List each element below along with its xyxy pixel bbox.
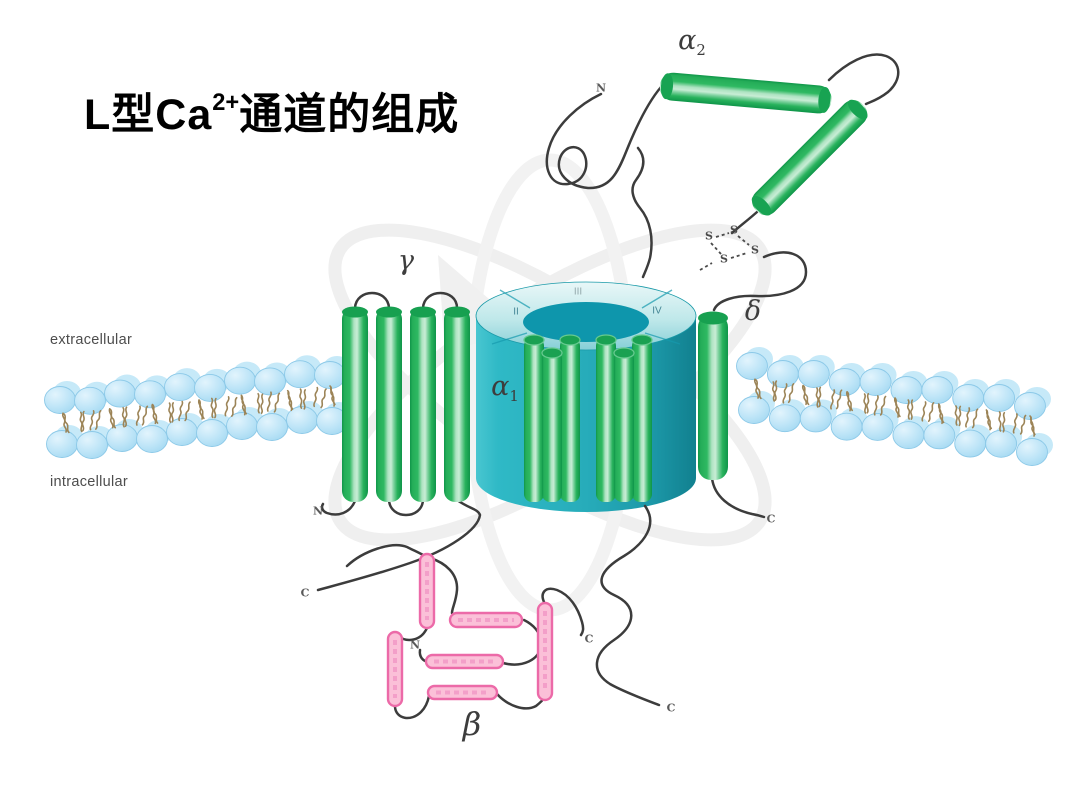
- extracellular-label: extracellular: [50, 332, 133, 348]
- n-terminus-beta: N: [409, 638, 421, 652]
- disulfide-s2: S: [730, 223, 738, 237]
- domain-IV-label: IV: [652, 305, 662, 317]
- superscript-2plus: 2+: [212, 90, 240, 117]
- gamma-subunit: [342, 306, 470, 502]
- domain-III-label: III: [573, 286, 583, 298]
- delta-label: δ: [744, 295, 762, 327]
- alpha2-subunit: [659, 72, 868, 216]
- c-terminus-delta: C: [766, 512, 776, 526]
- disulfide-bonds: [699, 232, 750, 271]
- c-terminus-gamma: C: [300, 586, 310, 600]
- n-terminus-gamma: N: [312, 504, 324, 518]
- delta-subunit: [698, 311, 728, 480]
- beta-subunit: [386, 552, 554, 708]
- gamma-label: γ: [397, 245, 415, 277]
- beta-label: β: [462, 705, 482, 743]
- alpha1-label: α1: [491, 370, 519, 406]
- disulfide-s3: S: [720, 252, 728, 266]
- disulfide-s1: S: [705, 229, 713, 243]
- membrane-right: [736, 347, 1053, 466]
- alpha2-label: α2: [678, 24, 706, 60]
- pore-opening: [523, 302, 649, 342]
- c-terminus-beta: C: [584, 632, 594, 646]
- alpha1-inner-helices: [523, 334, 653, 502]
- membrane-left: [44, 355, 353, 459]
- n-terminus-alpha2: N: [595, 81, 607, 95]
- domain-II-label: II: [513, 306, 519, 318]
- intracellular-label: intracellular: [50, 474, 129, 490]
- c-terminus-alpha1: C: [666, 701, 676, 715]
- disulfide-s4: S: [751, 243, 759, 257]
- slide-title: L型Ca2+通道的组成: [84, 90, 460, 139]
